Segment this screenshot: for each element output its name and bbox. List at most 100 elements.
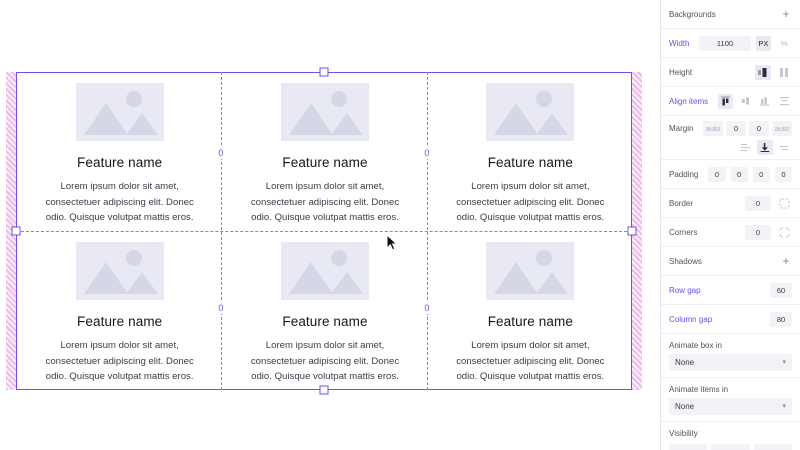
border-width-input[interactable]: 0 — [745, 195, 771, 211]
padding-top-input[interactable]: 0 — [708, 166, 726, 182]
chevron-down-icon: ▾ — [782, 359, 786, 366]
margin-align-middle-icon[interactable] — [757, 139, 773, 155]
feature-card-body: Lorem ipsum dolor sit amet, consectetuer… — [250, 181, 400, 224]
add-shadow-icon[interactable]: + — [782, 254, 790, 268]
width-input[interactable]: 1100 — [699, 35, 751, 51]
feature-card[interactable]: Feature name Lorem ipsum dolor sit amet,… — [428, 232, 633, 391]
panel-row-align-items[interactable]: Align items — [661, 87, 800, 116]
feature-card-title: Feature name — [77, 155, 163, 170]
feature-card[interactable]: Feature name Lorem ipsum dolor sit amet,… — [222, 232, 427, 391]
height-auto-icon[interactable] — [776, 65, 792, 80]
corners-radius-input[interactable]: 0 — [745, 224, 771, 240]
panel-row-backgrounds[interactable]: Backgrounds + — [661, 0, 800, 29]
visibility-label: Visibility — [669, 429, 698, 438]
row-gap-input[interactable]: 60 — [770, 282, 792, 298]
add-background-icon[interactable]: + — [782, 7, 790, 21]
backgrounds-label: Backgrounds — [669, 9, 716, 19]
gap-label: 0 — [216, 302, 226, 314]
panel-row-row-gap[interactable]: Row gap 60 — [661, 276, 800, 305]
width-label: Width — [669, 38, 690, 48]
image-placeholder-icon — [75, 242, 164, 300]
feature-card-body: Lorem ipsum dolor sit amet, consectetuer… — [45, 181, 194, 224]
feature-card[interactable]: Feature name Lorem ipsum dolor sit amet,… — [17, 232, 222, 391]
image-placeholder-icon — [486, 242, 575, 300]
animate-box-in-value: None — [675, 357, 695, 367]
panel-row-animate-box-in[interactable]: Animate box in None ▾ — [661, 334, 800, 378]
feature-card-body: Lorem ipsum dolor sit amet, consectetuer… — [45, 340, 194, 383]
feature-card-title: Feature name — [77, 314, 163, 329]
panel-row-padding[interactable]: Padding 0 0 0 0 — [661, 160, 800, 189]
padding-label: Padding — [669, 169, 699, 179]
animate-box-in-select[interactable]: None ▾ — [669, 353, 792, 371]
visibility-toggles[interactable] — [661, 444, 800, 450]
padding-left-input[interactable]: 0 — [774, 166, 792, 182]
resize-handle-left[interactable] — [11, 226, 21, 236]
width-unit-px-button[interactable]: PX — [755, 35, 772, 51]
chevron-down-icon: ▾ — [782, 403, 786, 410]
margin-top-input[interactable]: auto — [703, 120, 723, 136]
resize-handle-top[interactable] — [319, 67, 329, 77]
align-end-icon[interactable] — [758, 94, 773, 109]
margin-right-input[interactable]: 0 — [726, 120, 746, 136]
margin-align-bottom-icon[interactable] — [776, 140, 792, 155]
visibility-desktop-toggle[interactable] — [669, 444, 708, 450]
width-unit-percent-button[interactable]: % — [780, 38, 788, 48]
margin-label: Margin — [669, 123, 694, 133]
margin-indicator-left — [6, 72, 16, 390]
feature-card[interactable]: Feature name Lorem ipsum dolor sit amet,… — [222, 73, 427, 232]
image-placeholder-icon — [75, 83, 164, 141]
gap-label: 0 — [422, 302, 432, 314]
image-placeholder-icon — [280, 242, 369, 300]
gap-label: 0 — [422, 147, 432, 159]
feature-card-title: Feature name — [282, 155, 368, 170]
visibility-tablet-toggle[interactable] — [711, 444, 750, 450]
feature-card-body: Lorem ipsum dolor sit amet, consectetuer… — [250, 340, 400, 383]
animate-items-in-select[interactable]: None ▾ — [669, 397, 792, 415]
feature-card-body: Lorem ipsum dolor sit amet, consectetuer… — [456, 181, 605, 224]
resize-handle-bottom[interactable] — [319, 385, 329, 395]
feature-row-1: Feature name Lorem ipsum dolor sit amet,… — [17, 73, 633, 232]
align-stretch-icon[interactable] — [777, 94, 792, 109]
mouse-cursor — [386, 234, 398, 251]
animate-box-in-label: Animate box in — [669, 340, 722, 350]
design-canvas[interactable]: Feature name Lorem ipsum dolor sit amet,… — [0, 0, 660, 450]
visibility-mobile-toggle[interactable] — [753, 444, 792, 450]
panel-row-margin[interactable]: Margin auto 0 0 auto — [661, 116, 800, 160]
border-style-icon[interactable] — [776, 196, 792, 211]
row-gap-guide — [16, 231, 632, 232]
panel-row-column-gap[interactable]: Column gap 80 — [661, 305, 800, 334]
panel-row-animate-items-in[interactable]: Animate items in None ▾ — [661, 378, 800, 422]
image-placeholder-icon — [486, 83, 575, 141]
corners-style-icon[interactable] — [776, 225, 792, 240]
column-gap-label: Column gap — [669, 314, 713, 324]
panel-row-height[interactable]: Height — [661, 58, 800, 87]
feature-card-title: Feature name — [282, 314, 368, 329]
margin-left-input[interactable]: auto — [772, 120, 792, 136]
gap-label: 0 — [216, 147, 226, 159]
margin-indicator-right — [632, 72, 642, 390]
resize-handle-right[interactable] — [627, 226, 637, 236]
row-gap-label: Row gap — [669, 285, 701, 295]
border-label: Border — [669, 198, 694, 208]
corners-label: Corners — [669, 227, 698, 237]
feature-card-title: Feature name — [487, 314, 573, 329]
panel-row-shadows[interactable]: Shadows + — [661, 247, 800, 276]
feature-card[interactable]: Feature name Lorem ipsum dolor sit amet,… — [428, 73, 633, 232]
properties-panel[interactable]: Backgrounds + Width 1100 PX % Height — [660, 0, 800, 450]
height-fixed-icon[interactable] — [755, 64, 771, 80]
height-label: Height — [669, 67, 693, 77]
panel-row-corners[interactable]: Corners 0 — [661, 218, 800, 247]
padding-right-input[interactable]: 0 — [730, 166, 748, 182]
column-gap-input[interactable]: 80 — [770, 311, 792, 327]
feature-card[interactable]: Feature name Lorem ipsum dolor sit amet,… — [17, 73, 222, 232]
animate-items-in-label: Animate items in — [669, 384, 729, 394]
align-start-icon[interactable] — [718, 93, 733, 109]
feature-card-body: Lorem ipsum dolor sit amet, consectetuer… — [456, 340, 605, 383]
margin-bottom-input[interactable]: 0 — [749, 120, 769, 136]
padding-bottom-input[interactable]: 0 — [752, 166, 770, 182]
margin-align-top-icon[interactable] — [738, 140, 754, 155]
panel-row-border[interactable]: Border 0 — [661, 189, 800, 218]
feature-row-2: Feature name Lorem ipsum dolor sit amet,… — [17, 232, 633, 391]
align-center-icon[interactable] — [738, 94, 753, 109]
panel-row-width[interactable]: Width 1100 PX % — [661, 29, 800, 58]
